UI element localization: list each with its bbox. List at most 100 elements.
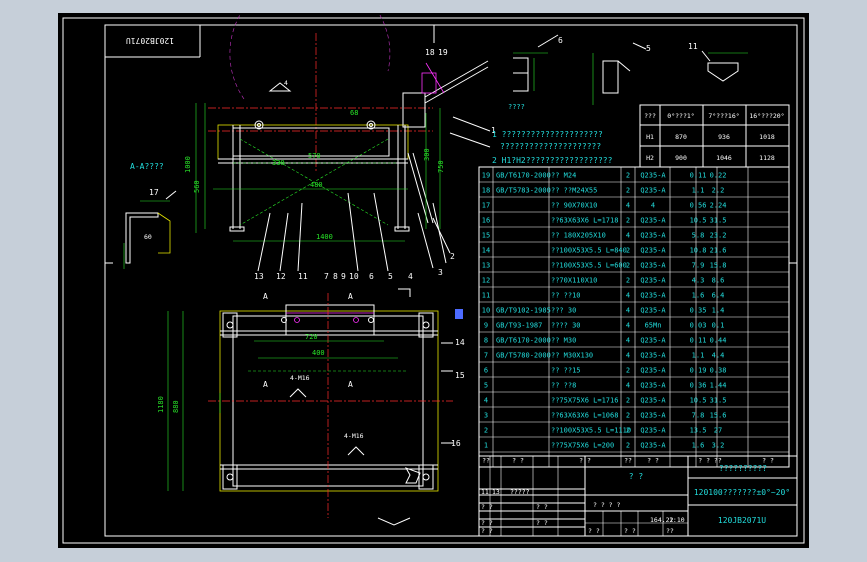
note-1-line2: ????????????????????? xyxy=(500,142,601,151)
balloon-6: 6 xyxy=(369,272,374,281)
parts-cell: 2 xyxy=(484,427,488,435)
title-drawing-name: 120100???????±0°~20° xyxy=(694,488,790,497)
parts-cell: ???? 30 xyxy=(551,322,581,330)
dim-table-cell: 1018 xyxy=(759,133,775,141)
parts-cell: Q235-A xyxy=(640,352,666,360)
parts-cell: Q235-A xyxy=(640,187,666,195)
parts-cell: 1.6 xyxy=(692,292,705,300)
dim-table-header: ??? xyxy=(644,112,656,120)
parts-cell: 6.4 xyxy=(712,292,725,300)
parts-cell: 2 xyxy=(626,247,630,255)
dim-table-header: 0°???1° xyxy=(667,112,694,120)
parts-cell: 1 xyxy=(484,442,488,450)
dim-300: 300 xyxy=(423,148,431,161)
dim-1000: 1000 xyxy=(184,156,192,173)
plan-view: 400 720 880 1180 4-M16 4-M16 A A A A 14 … xyxy=(157,288,465,526)
detail-caption: ???? xyxy=(508,103,525,111)
parts-cell: 16 xyxy=(482,217,490,225)
cad-viewport[interactable]: 120JB2071U xyxy=(58,0,809,548)
parts-cell: GB/T5783-2000 xyxy=(496,187,551,195)
parts-cell: 2 xyxy=(626,442,630,450)
title-cell-2: ? ? xyxy=(588,527,600,535)
title-row-label-2: 13 xyxy=(492,488,500,496)
parts-cell: 4 xyxy=(626,382,630,390)
parts-cell: 23.2 xyxy=(710,232,727,240)
parts-cell: 1.1 xyxy=(692,187,705,195)
detail-balloon-11: 11 xyxy=(688,42,698,51)
parts-cell: 12 xyxy=(482,277,490,285)
title-row-label-3: ????? xyxy=(510,488,530,496)
parts-cell: 8 xyxy=(484,337,488,345)
dim-400: 400 xyxy=(312,349,325,357)
parts-cell: Q235-A xyxy=(640,277,666,285)
balloon-7: 7 xyxy=(324,272,329,281)
parts-cell: 1.44 xyxy=(710,382,727,390)
rotated-drawing-number: 120JB2071U xyxy=(126,36,174,45)
balloon-12: 12 xyxy=(276,272,286,281)
parts-cell: Q235-A xyxy=(640,307,666,315)
parts-cell: ??75X75X6 L=200 xyxy=(551,442,614,450)
marker-a-2: A xyxy=(348,292,353,301)
dim-table-cell: 1046 xyxy=(716,154,732,162)
parts-cell: 4 xyxy=(651,202,655,210)
parts-cell: Q235-A xyxy=(640,217,666,225)
parts-cell: Q235-A xyxy=(640,367,666,375)
title-company: ?????????? xyxy=(719,464,767,473)
dim-480: 480 xyxy=(310,181,323,189)
note-1-line1: 1 ????????????????????? xyxy=(492,130,603,139)
cursor-marker xyxy=(455,309,463,319)
drawing-canvas: 120JB2071U xyxy=(62,0,805,544)
parts-cell: GB/T6170-2000 xyxy=(496,337,551,345)
parts-cell: Q235-A xyxy=(640,337,666,345)
parts-cell: 15.6 xyxy=(710,412,727,420)
dim-330: 330 xyxy=(272,159,285,167)
parts-cell: 2 xyxy=(626,367,630,375)
parts-header-cell: ?? xyxy=(624,457,632,465)
parts-cell: 31.5 xyxy=(710,397,727,405)
parts-cell: 6 xyxy=(484,367,488,375)
parts-cell: Q235-A xyxy=(640,397,666,405)
parts-cell: 18 xyxy=(482,187,490,195)
balloon-1: 1 xyxy=(491,126,496,135)
dim-720: 720 xyxy=(305,333,318,341)
parts-cell: 13.5 xyxy=(690,427,707,435)
parts-cell: 0.19 xyxy=(690,367,707,375)
parts-cell: 5.8 xyxy=(692,232,705,240)
parts-cell: 0.35 xyxy=(690,307,707,315)
parts-cell: Q235-A xyxy=(640,412,666,420)
dim-68: 68 xyxy=(350,109,358,117)
parts-cell: 10.5 xyxy=(690,397,707,405)
parts-cell: 1.4 xyxy=(712,307,725,315)
dim-table-cell: H2 xyxy=(646,154,654,162)
parts-cell: 13 xyxy=(482,262,490,270)
parts-cell: 4 xyxy=(626,202,630,210)
marker-a-3: A xyxy=(263,380,268,389)
title-block: ?????????? 120100???????±0°~20° 120JB207… xyxy=(478,455,798,537)
parts-cell: 65Mn xyxy=(645,322,662,330)
parts-cell: 0.1 xyxy=(712,322,725,330)
parts-cell: 0.38 xyxy=(710,367,727,375)
title-row-label-5: ? ? xyxy=(481,519,493,527)
parts-cell: Q235-A xyxy=(640,442,666,450)
parts-cell: 2.24 xyxy=(710,202,727,210)
parts-cell: 19 xyxy=(482,172,490,180)
parts-cell: 2 xyxy=(626,262,630,270)
parts-cell: ??100X53X5.5 L=1110 xyxy=(551,427,631,435)
parts-cell: 0.36 xyxy=(690,382,707,390)
parts-cell: 11 xyxy=(482,292,490,300)
parts-cell: 7.8 xyxy=(692,412,705,420)
dim-880: 880 xyxy=(172,400,180,413)
parts-cell: GB/T5780-2000 xyxy=(496,352,551,360)
parts-cell: ?? M24 xyxy=(551,172,576,180)
parts-cell: 0.56 xyxy=(690,202,707,210)
balloon-11: 11 xyxy=(298,272,308,281)
parts-cell: 9 xyxy=(484,322,488,330)
parts-cell: 15 xyxy=(482,232,490,240)
parts-cell: 4.4 xyxy=(712,352,725,360)
parts-cell: 2 xyxy=(626,397,630,405)
balloon-9: 9 xyxy=(341,272,346,281)
dim-750: 750 xyxy=(437,160,445,173)
title-cell-4: ?? xyxy=(666,527,674,535)
dim-60: 60 xyxy=(144,233,152,241)
